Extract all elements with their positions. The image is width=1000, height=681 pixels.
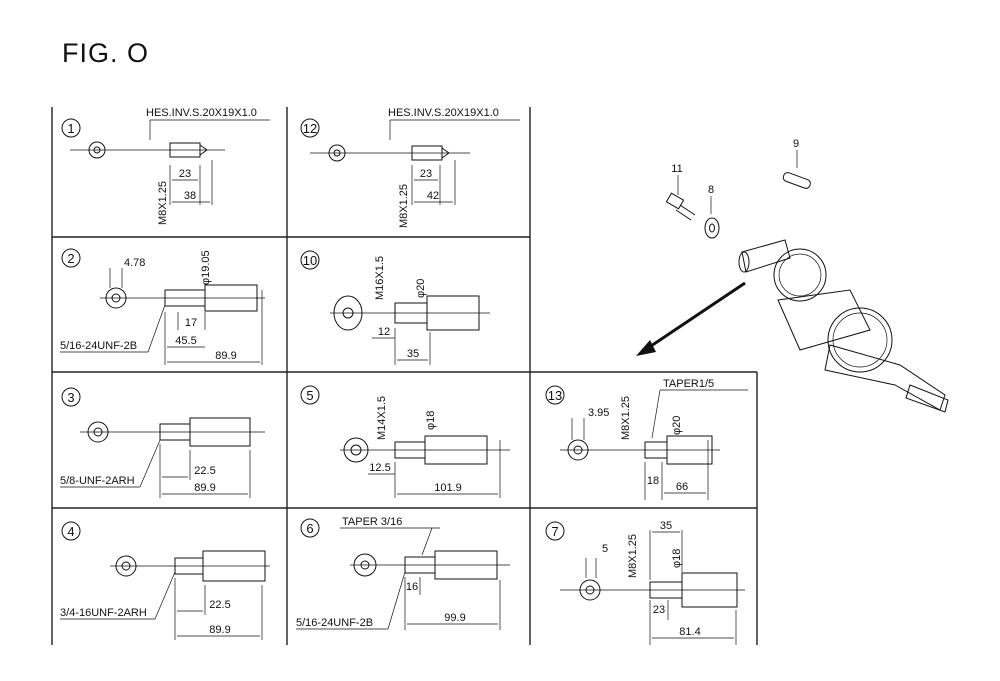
dim-label: 23 (179, 168, 191, 180)
bolt-part (665, 192, 696, 221)
part-number: 8 (708, 184, 714, 196)
dim-label: 38 (184, 190, 196, 202)
panel-1: 1 HES.INV.S.20X19X1.0 M8X1.25 23 38 (61, 107, 270, 225)
thread-label: M8X1.25 (627, 534, 639, 578)
panel-number: 3 (67, 390, 74, 405)
dim-label: φ18 (425, 411, 437, 430)
dim-label: 18 (647, 475, 659, 487)
thread-label: 5/8-UNF-2ARH (60, 475, 135, 487)
washer-part (704, 217, 720, 239)
panel-number: 12 (303, 121, 317, 136)
dim-label: 16 (406, 581, 418, 593)
crankshaft (738, 239, 949, 413)
dim-label: 81.4 (679, 626, 700, 638)
panel-4: 4 22.5 89.9 3/4-16UNF-2ARH (60, 521, 270, 640)
panel-5: 5 M14X1.5 φ18 12.5 101.9 (300, 385, 510, 498)
dim-label: 17 (185, 317, 197, 329)
panel-number: 4 (67, 524, 74, 539)
thread-label: M8X1.25 (620, 396, 632, 440)
part-number: 9 (793, 138, 799, 150)
panel-number: 6 (306, 521, 313, 536)
dim-label: 42 (427, 190, 439, 202)
part-number: 11 (671, 163, 682, 175)
dim-label: 35 (407, 348, 419, 360)
dim-label: 23 (420, 168, 432, 180)
panel-3: 3 22.5 89.9 5/8-UNF-2ARH (60, 387, 265, 498)
dim-label: 12.5 (369, 462, 390, 474)
key-part (782, 172, 811, 189)
spec-label: HES.INV.S.20X19X1.0 (146, 107, 257, 119)
thread-label: 5/16-24UNF-2B (296, 617, 373, 629)
dim-label: 3.95 (588, 407, 609, 419)
panel-10: 10 M16X1.5 φ20 12 35 (300, 250, 490, 365)
dim-label: 99.9 (444, 612, 465, 624)
thread-label: 3/4-16UNF-2ARH (60, 607, 147, 619)
thread-label: M16X1.5 (374, 256, 386, 300)
dim-label: φ19.05 (200, 250, 212, 285)
thread-label: 5/16-24UNF-2B (60, 340, 137, 352)
panel-6: 6 TAPER 3/16 16 99.9 5/16-24UNF-2B (296, 516, 510, 630)
dim-label: 22.5 (194, 465, 215, 477)
dim-label: 89.9 (215, 350, 236, 362)
dim-label: φ20 (415, 279, 427, 298)
dim-label: 4.78 (124, 257, 145, 269)
figure-title: FIG. O (62, 38, 149, 68)
panel-13: 13 3.95 M8X1.25 TAPER1/5 φ20 18 66 (545, 378, 748, 500)
panel-grid (51, 107, 758, 645)
dim-label: 66 (676, 481, 688, 493)
thread-label: M14X1.5 (376, 396, 388, 440)
thread-label: M8X1.25 (157, 181, 169, 225)
dim-label: 23 (653, 604, 665, 616)
panel-2: 2 4.78 φ19.05 17 45.5 89.9 5/16-24UNF-2B (60, 248, 265, 365)
dim-label: 12 (378, 326, 390, 338)
dim-label: 35 (660, 520, 672, 532)
thread-label: M8X1.25 (398, 184, 410, 228)
dim-label: 22.5 (209, 599, 230, 611)
panel-number: 10 (303, 253, 317, 268)
panel-number: 13 (548, 388, 562, 403)
dim-label: φ20 (671, 416, 683, 435)
dim-label: 89.9 (209, 624, 230, 636)
panel-number: 2 (67, 251, 74, 266)
dim-label: φ18 (671, 549, 683, 568)
spec-label: TAPER 3/16 (342, 516, 402, 528)
direction-arrow (636, 281, 746, 356)
spec-label: HES.INV.S.20X19X1.0 (388, 107, 499, 119)
panel-number: 5 (306, 388, 313, 403)
dim-label: 45.5 (175, 335, 196, 347)
dim-label: 5 (602, 543, 608, 555)
dim-label: 89.9 (194, 482, 215, 494)
panel-12: 12 HES.INV.S.20X19X1.0 M8X1.25 23 42 (300, 107, 520, 228)
exploded-parts: 11 8 9 (636, 138, 949, 413)
panel-7: 7 5 35 M8X1.25 φ18 23 81.4 (545, 520, 745, 645)
spec-label: TAPER1/5 (663, 378, 714, 390)
panel-number: 1 (67, 121, 74, 136)
dim-label: 101.9 (434, 482, 462, 494)
panel-number: 7 (551, 524, 558, 539)
